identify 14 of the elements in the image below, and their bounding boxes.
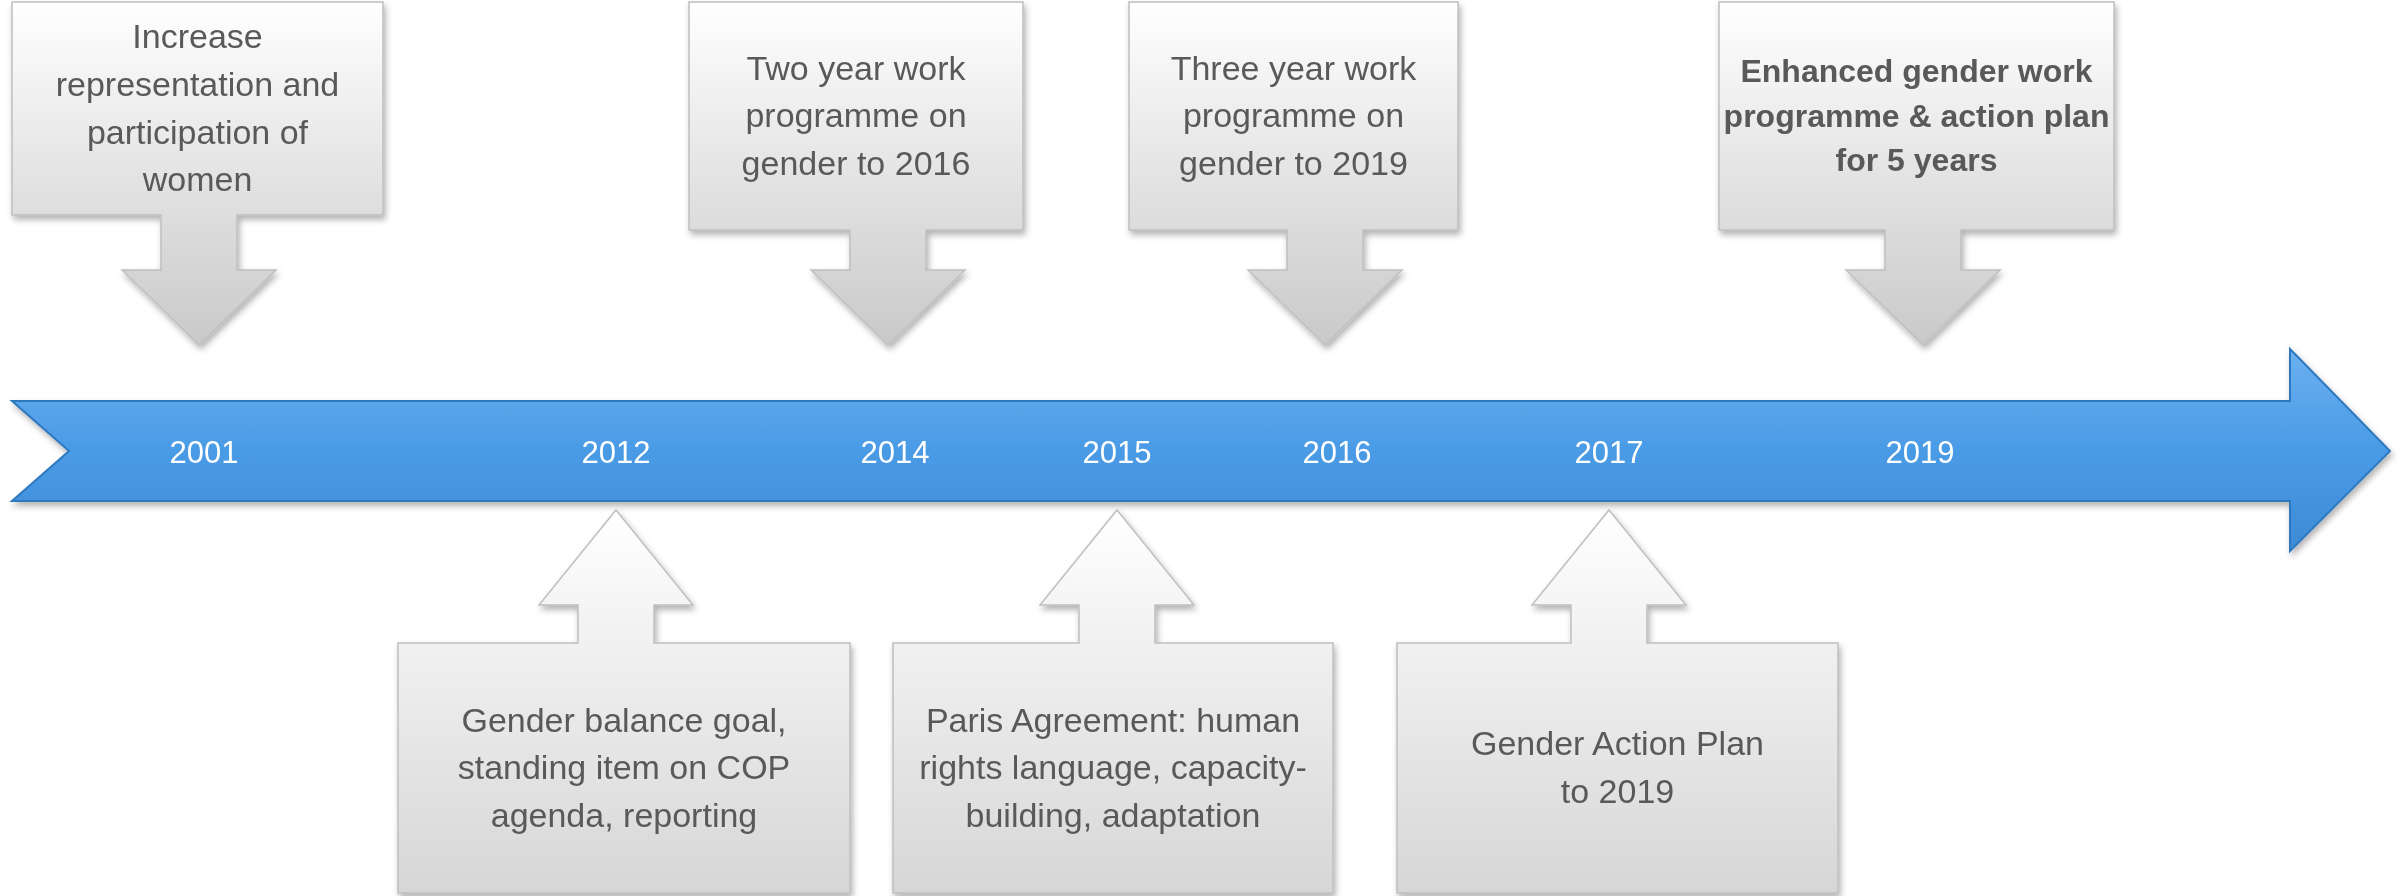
callout-text: Gender Action Plan to 2019 [1470, 723, 1765, 812]
year-label: 2014 [860, 435, 930, 471]
year-label: 2012 [581, 435, 651, 471]
year-label: 2017 [1574, 435, 1644, 471]
year-label: 2019 [1885, 435, 1955, 471]
callout-text: Three year work programme on gender to 2019 [1169, 47, 1418, 184]
year-label: 2015 [1082, 435, 1152, 471]
year-label: 2016 [1302, 435, 1372, 471]
callout-text: Increase representation and participation of women [54, 16, 341, 201]
year-label: 2001 [169, 435, 239, 471]
callout-text: Enhanced gender work programme & action plan for 5 years [1723, 51, 2110, 181]
callout-text: Gender balance goal, standing item on COP agenda, reporting [456, 699, 792, 836]
callout-text: Paris Agreement: human rights language, capacity-building, adaptation [918, 699, 1308, 836]
callout-text: Two year work programme on gender to 2016 [740, 47, 972, 184]
